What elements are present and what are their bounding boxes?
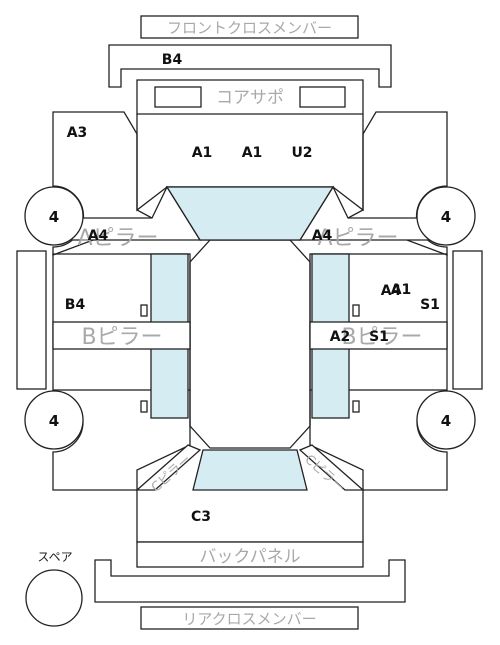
- trunk-lid: [136, 490, 364, 543]
- spare-tire: [25, 569, 83, 627]
- right-door-mark-2: A1: [391, 282, 412, 298]
- front-cross-member-box: [140, 15, 359, 39]
- spare-tire-label: スペア: [37, 550, 72, 564]
- c-pillar-right: [298, 444, 365, 491]
- rear-right-wheel-mark: 4: [441, 412, 451, 430]
- left-a-pillar-mark: A4: [88, 228, 109, 244]
- rear-left-wheel: [24, 390, 84, 450]
- front-left-wheel: [24, 186, 84, 246]
- b-pillar-left-label: Bピラー: [81, 325, 162, 350]
- right-rear-door-handle: [352, 400, 360, 413]
- rear-left-wheel-mark: 4: [49, 412, 59, 430]
- right-door-mark-3: S1: [420, 297, 440, 313]
- left-rocker-panel: [16, 250, 47, 390]
- front-right-wheel: [416, 186, 476, 246]
- b-pillar-right: [309, 321, 448, 350]
- left-door-mark: B4: [65, 297, 86, 313]
- c-pillar-left: [135, 444, 202, 491]
- right-a-pillar-mark: A4: [312, 228, 333, 244]
- back-panel-label: バックパネル: [199, 547, 300, 567]
- left-front-door-handle: [140, 304, 148, 317]
- right-door-mark-1: A4: [381, 283, 402, 299]
- roof-mark-1: A1: [192, 145, 213, 161]
- back-panel-box: [136, 541, 364, 568]
- a-pillar-right-label: Aピラー: [317, 226, 398, 251]
- right-front-door-handle: [352, 304, 360, 317]
- rear-frame: [94, 559, 406, 603]
- front-frame-mark: B4: [162, 52, 183, 68]
- b-pillar-right-label: Bピラー: [341, 325, 422, 350]
- headlight-left: [154, 86, 202, 108]
- front-cross-member-label: フロントクロスメンバー: [167, 19, 332, 37]
- roof-mark-2: A1: [242, 145, 263, 161]
- core-support-label: コアサポ: [216, 88, 284, 108]
- front-left-wheel-mark: 4: [49, 208, 59, 226]
- roof-mark-3: U2: [291, 145, 312, 161]
- front-frame: [108, 44, 392, 88]
- left-fender-mark: A3: [67, 125, 88, 141]
- headlight-right: [299, 86, 346, 108]
- b-pillar-left: [52, 321, 191, 350]
- left-rear-door-handle: [140, 400, 148, 413]
- right-b-pillar-mark-1: A2: [330, 329, 351, 345]
- windshield-glass: [165, 186, 335, 241]
- front-right-wheel-mark: 4: [441, 208, 451, 226]
- roof-panel: [189, 239, 311, 449]
- right-rocker-panel: [452, 250, 483, 390]
- rear-cross-member-box: [140, 606, 359, 630]
- rear-right-wheel: [416, 390, 476, 450]
- right-b-pillar-mark-2: S1: [369, 329, 389, 345]
- rear-cross-member-label: リアクロスメンバー: [182, 610, 316, 628]
- trunk-mark: C3: [191, 509, 211, 525]
- rear-glass: [192, 449, 308, 491]
- a-pillar-left-label: Aピラー: [77, 226, 158, 251]
